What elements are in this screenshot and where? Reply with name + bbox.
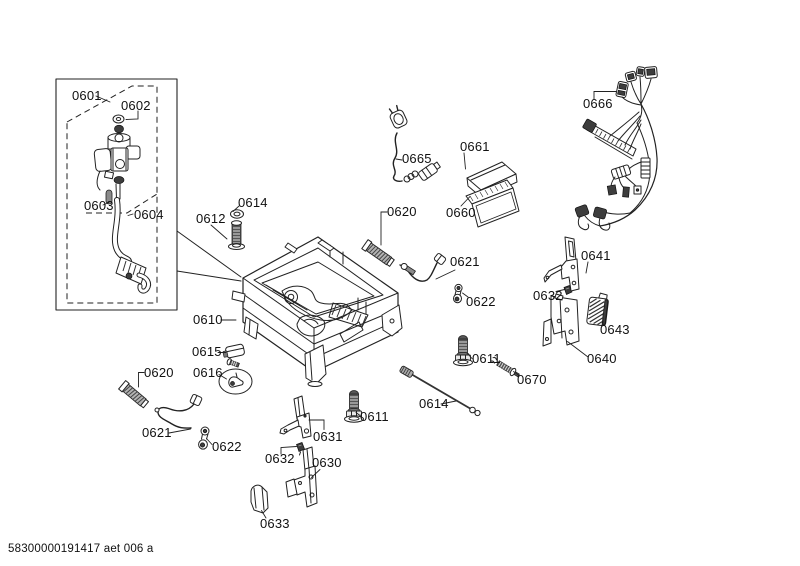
part-label-0614-mid: 0614 — [419, 396, 449, 411]
part-label-0611-right: 0611 — [472, 351, 501, 366]
part-label-0602: 0602 — [121, 98, 151, 113]
part-label-0632-right: 0632 — [533, 288, 563, 303]
part-label-0666: 0666 — [583, 96, 613, 111]
control-module-0660 — [465, 179, 520, 228]
part-label-0641: 0641 — [581, 248, 611, 263]
part-label-0665: 0665 — [402, 151, 432, 166]
part-label-0660: 0660 — [446, 205, 476, 220]
bracket-0633 — [250, 484, 269, 514]
rod-0614 — [399, 365, 481, 417]
part-label-0616: 0616 — [193, 365, 223, 380]
clamp-0615 — [222, 343, 245, 368]
spring-0620-lower — [118, 380, 149, 409]
link-0622-lower — [198, 426, 210, 450]
cable-harness-0666 — [574, 66, 658, 231]
part-label-0631: 0631 — [313, 429, 343, 444]
screw-0612-and-nut-0614 — [228, 209, 245, 250]
spring-0620-upper — [361, 239, 395, 267]
part-label-0640: 0640 — [587, 351, 617, 366]
leveling-foot-0611-right — [453, 335, 473, 367]
part-label-0643: 0643 — [600, 322, 630, 337]
part-label-0620-left: 0620 — [144, 365, 174, 380]
part-label-0614-top: 0614 — [238, 195, 268, 210]
part-label-0611-left: 0611 — [360, 409, 389, 424]
part-label-0610: 0610 — [193, 312, 223, 327]
screw-0670 — [490, 357, 520, 378]
aquastop-valve-assembly — [93, 114, 141, 205]
part-label-0632-left: 0632 — [265, 451, 295, 466]
base-frame — [231, 236, 403, 387]
cable-0621-lower — [154, 393, 203, 429]
part-label-0622-left: 0622 — [212, 439, 242, 454]
part-label-0612: 0612 — [196, 211, 226, 226]
part-label-0615: 0615 — [192, 344, 222, 359]
part-label-0670: 0670 — [517, 372, 547, 387]
part-label-0661: 0661 — [460, 139, 490, 154]
part-label-0620-mid: 0620 — [387, 204, 417, 219]
bracket-0630 — [285, 446, 318, 508]
power-cord-0665 — [388, 104, 441, 183]
assembly-group-boxes — [55, 78, 242, 311]
nut-0632-lower — [296, 442, 305, 456]
part-label-0621-mid: 0621 — [450, 254, 480, 269]
leader-lines — [95, 91, 617, 519]
link-0622-middle — [453, 283, 463, 304]
document-code: 58300000191417 aet 006 a — [8, 543, 154, 555]
part-label-0604: 0604 — [134, 207, 164, 222]
nut-0632-right — [563, 285, 573, 295]
part-label-0603: 0603 — [84, 198, 114, 213]
vented-module-0643 — [586, 292, 609, 327]
cable-0621-middle — [399, 253, 447, 282]
part-label-0601: 0601 — [72, 88, 102, 103]
part-label-0630: 0630 — [312, 455, 342, 470]
detail-circle-0616 — [218, 368, 253, 395]
part-label-0622-mid: 0622 — [466, 294, 496, 309]
bracket-0640 — [542, 293, 580, 347]
hinge-bracket-0631 — [279, 395, 312, 439]
leveling-foot-0611-left — [344, 390, 364, 423]
part-label-0621-left: 0621 — [142, 425, 172, 440]
aquastop-hose-and-bracket — [111, 197, 152, 294]
part-label-0633: 0633 — [260, 516, 290, 531]
bracket-0641 — [543, 236, 580, 292]
